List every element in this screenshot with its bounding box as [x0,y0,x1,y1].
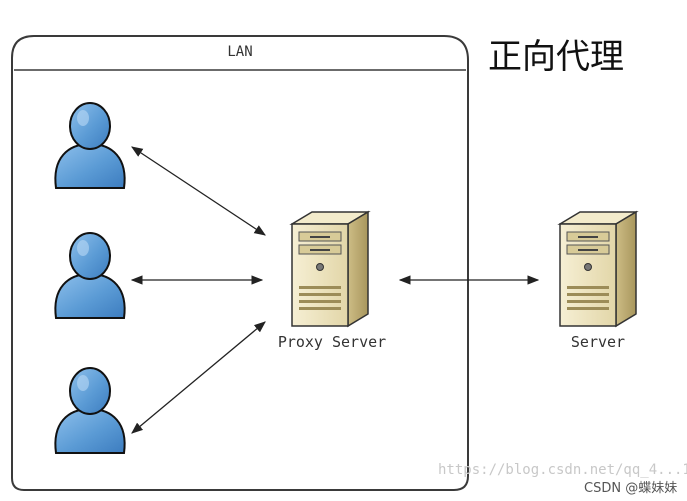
watermark-url: https://blog.csdn.net/qq_4...181 [438,462,687,478]
proxy-server-label: Proxy Server [278,333,386,351]
server-label: Server [571,333,625,351]
lan-label: LAN [227,44,252,60]
arrow-user1-proxy [131,146,266,236]
watermark-brand: CSDN @蝶妹妹 [584,481,677,496]
server-icon [559,211,637,327]
lan-box [11,35,469,491]
arrow-user3-proxy [131,321,266,434]
diagram-title: 正向代理 [488,37,624,77]
proxy-server-icon [291,211,369,327]
